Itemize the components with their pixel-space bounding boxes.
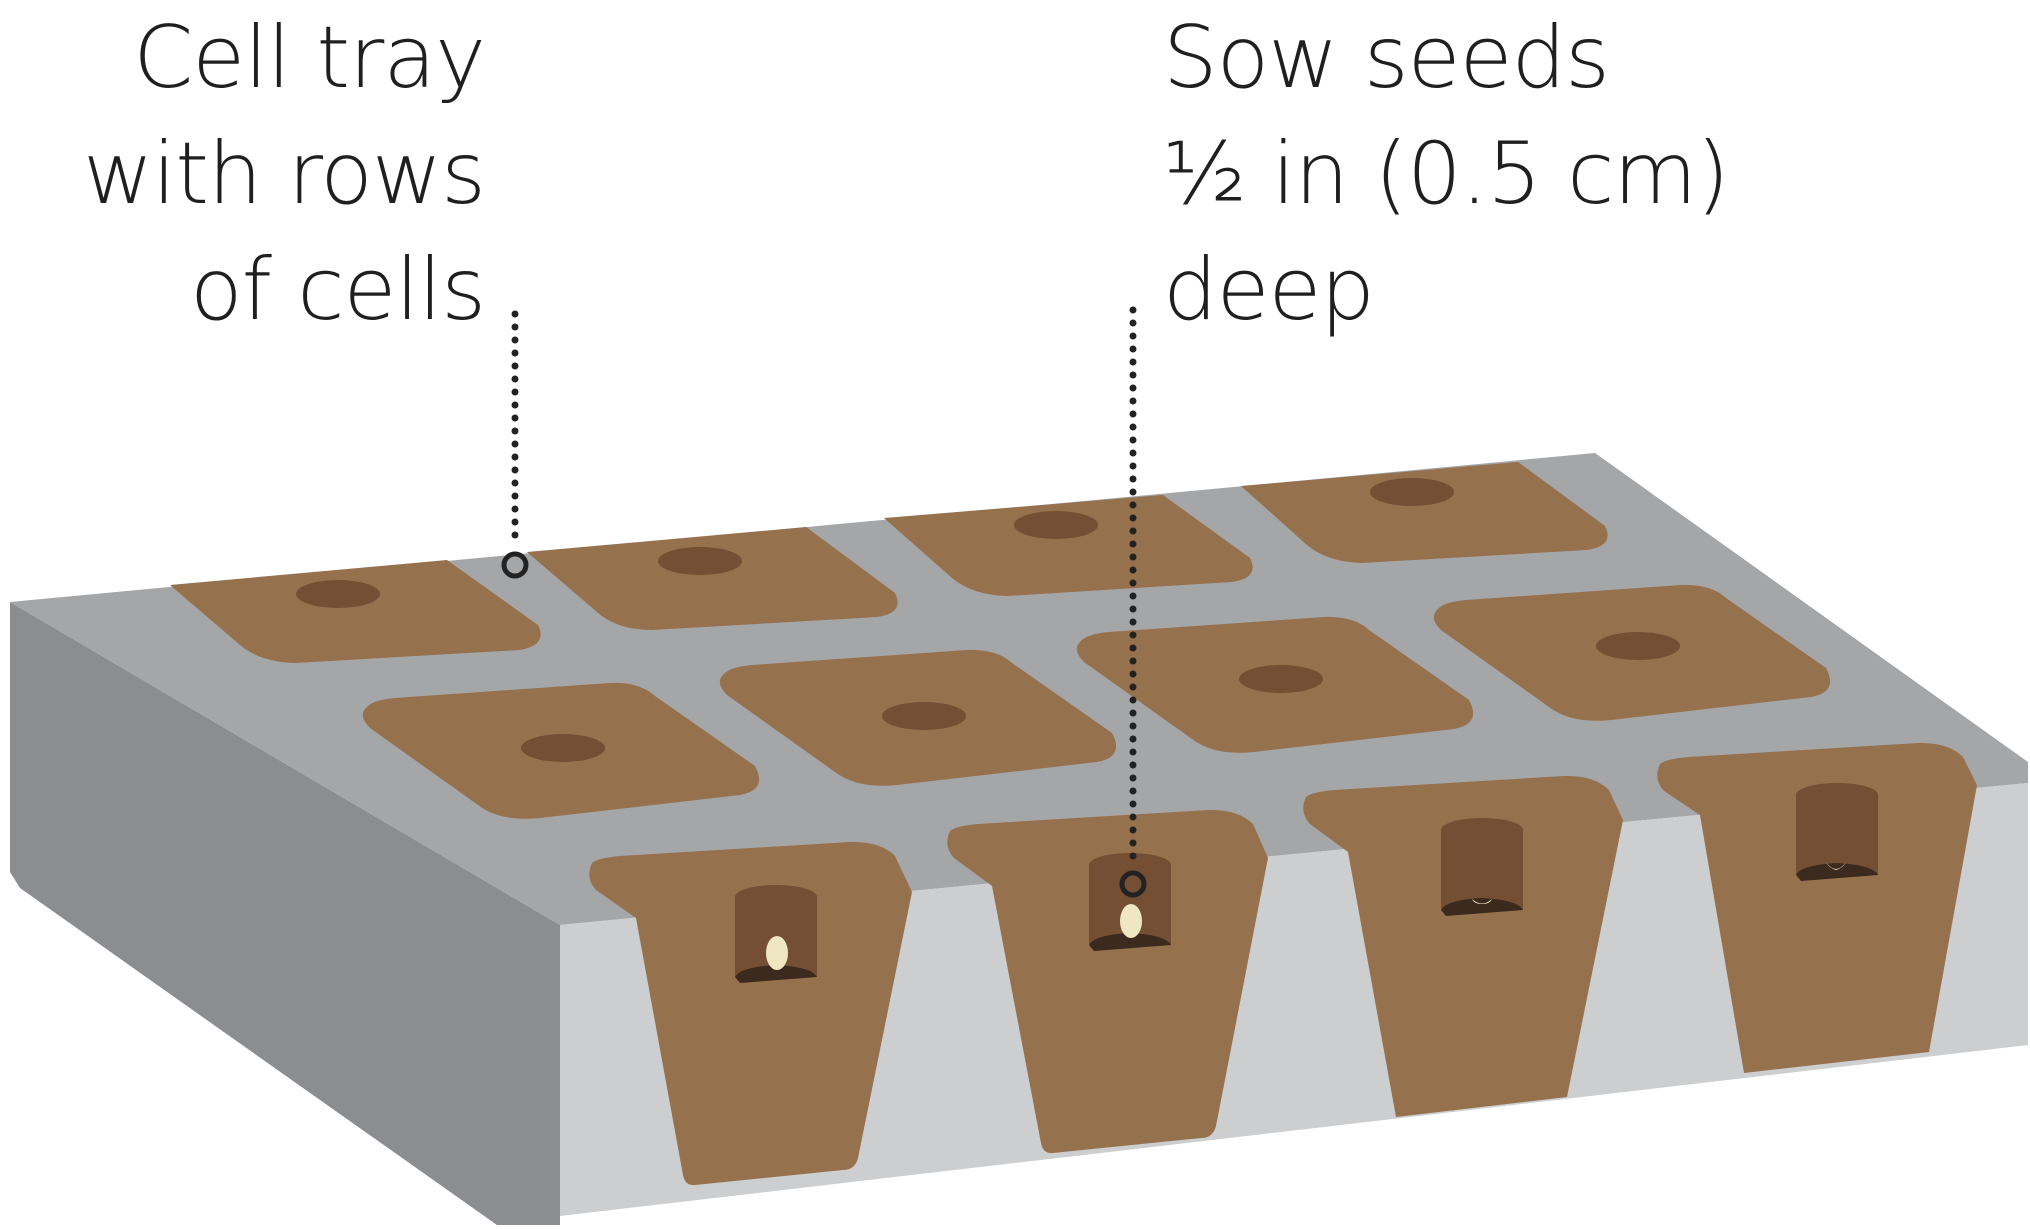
hole-back-4 [1370, 478, 1454, 506]
cutaway-hole-2 [1089, 853, 1171, 951]
tray-front-face [560, 783, 2028, 1216]
cutaway-hole-4 [1796, 783, 1878, 881]
cell-back-2 [527, 527, 898, 630]
hole-back-1 [296, 580, 380, 608]
hole-mid-2 [882, 702, 966, 730]
cell-back-4 [1241, 462, 1608, 563]
sow-seeds-label: Sow seeds ½ in (0.5 cm) deep [1163, 0, 1730, 348]
back-row-holes [296, 478, 1454, 608]
sow-seeds-label-line-3: deep [1163, 240, 1375, 340]
cell-tray-label-line-2: with rows [82, 124, 486, 224]
cutaway-hole-1 [735, 885, 817, 983]
seed-icon [1120, 904, 1142, 938]
hole-back-2 [658, 547, 742, 575]
hole-back-3 [1014, 511, 1098, 539]
hole-mid-4 [1596, 632, 1680, 660]
cutaway-hole-3 [1441, 818, 1523, 916]
cell-front-1 [589, 841, 912, 1186]
sow-seeds-label-line-2: ½ in (0.5 cm) [1163, 124, 1730, 224]
leader-sow-seeds [1119, 306, 1147, 898]
hole-mid-1 [521, 734, 605, 762]
leader-cell-tray [501, 310, 529, 579]
seed-icon [1472, 899, 1492, 904]
sow-seeds-label-line-1: Sow seeds [1163, 8, 1610, 108]
tray-left-side [10, 602, 560, 1225]
cell-front-2 [947, 809, 1268, 1154]
cell-tray-label-line-3: of cells [189, 240, 486, 340]
cell-tray-label: Cell tray with rows of cells [82, 0, 486, 348]
front-row-cells [589, 742, 1977, 1186]
hole-mid-3 [1239, 665, 1323, 693]
cell-tray-label-line-1: Cell tray [133, 8, 486, 108]
cell-back-3 [884, 495, 1253, 596]
middle-row-holes [521, 632, 1680, 762]
back-row-cells [170, 462, 1608, 663]
cell-front-4 [1657, 742, 1977, 1073]
seed-icon [766, 936, 788, 970]
cell-front-3 [1303, 775, 1623, 1117]
cell-back-1 [170, 560, 541, 663]
